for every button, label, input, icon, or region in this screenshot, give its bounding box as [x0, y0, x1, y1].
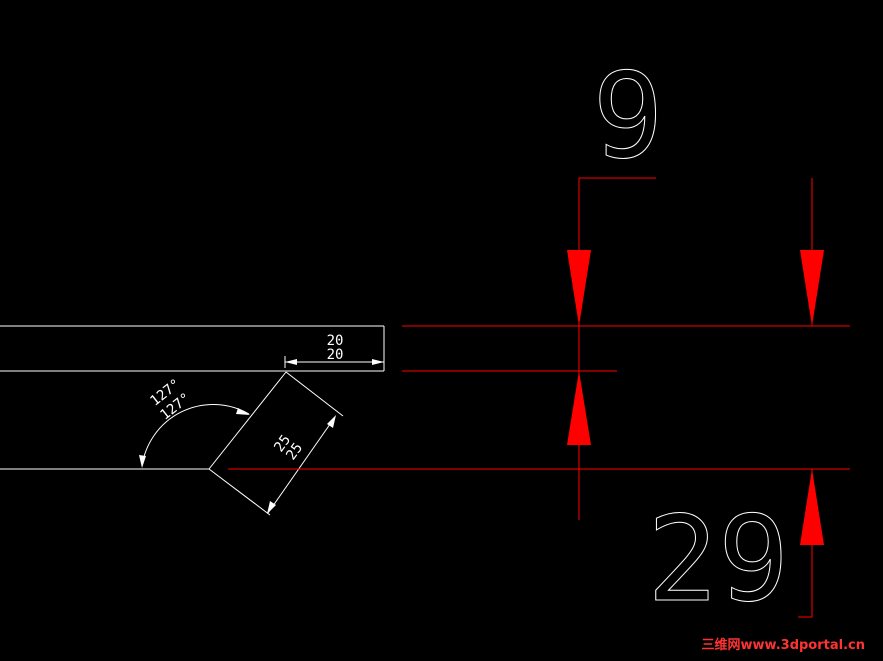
aligned-dim-arrow-top: [327, 415, 336, 428]
white-arrowheads: [139, 359, 384, 514]
linear-dim-arrow-left: [285, 359, 297, 365]
red-arrowheads: [567, 250, 824, 545]
white-dim-texts: 20 20 127° 127° 25 25: [147, 333, 343, 463]
red-arrow-up-right: [800, 469, 824, 545]
watermark-text: 三维网www.3dportal.cn: [701, 638, 865, 653]
red-arrow-down-left: [567, 250, 591, 326]
angle-arc-arrow-right: [236, 408, 250, 415]
angle-arc: [141, 404, 250, 467]
linear-dim-text: 20: [327, 333, 344, 349]
aligned-dim-line: [267, 416, 336, 514]
big-dim-29-text: 29: [647, 490, 789, 628]
linear-dim-text-dup: 20: [327, 347, 344, 363]
aligned-ext-line-2: [208, 468, 271, 516]
aligned-ext-line-1: [285, 371, 344, 417]
white-geometry: [0, 325, 385, 516]
red-arrow-up-left: [567, 371, 591, 445]
big-dim-texts: 9 29: [592, 47, 790, 629]
linear-dim-arrow-right: [372, 359, 384, 365]
aligned-dim-arrow-bottom: [267, 501, 276, 514]
angle-arc-arrow-left: [139, 455, 146, 468]
big-dim-9-text: 9: [592, 47, 663, 185]
red-arrow-down-right: [800, 250, 824, 326]
inclined-line: [208, 371, 287, 470]
